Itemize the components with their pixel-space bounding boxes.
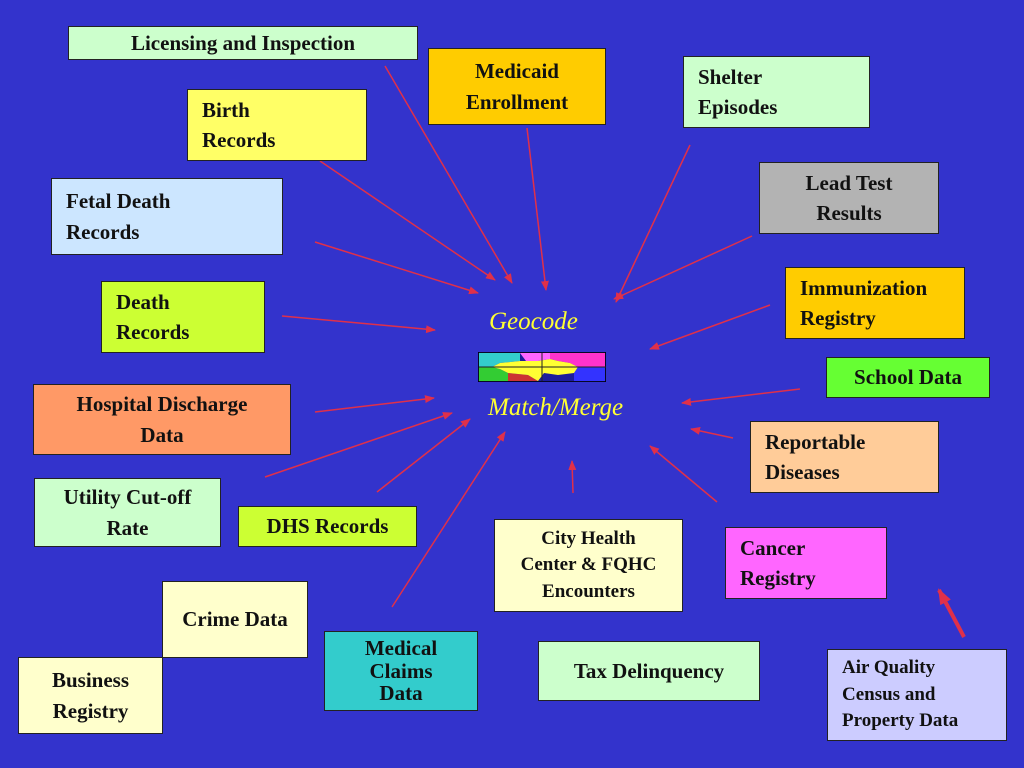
geocode-map-icon <box>478 352 606 382</box>
box-death-records: Death Records <box>101 281 265 353</box>
box-fetal-death-records: Fetal Death Records <box>51 178 283 255</box>
box-school-data: School Data <box>826 357 990 398</box>
arrow-school <box>681 388 801 406</box>
box-tax-delinquency: Tax Delinquency <box>538 641 760 701</box>
box-immunization-registry: Immunization Registry <box>785 267 965 339</box>
box-cancer-registry: Cancer Registry <box>725 527 887 599</box>
box-dhs-records: DHS Records <box>238 506 417 547</box>
box-crime-data: Crime Data <box>162 581 308 658</box>
box-licensing-and-inspection: Licensing and Inspection <box>68 26 418 60</box>
arrow-shelter <box>615 144 691 303</box>
box-city-health-center: City Health Center & FQHC Encounters <box>494 519 683 612</box>
arrow-air-quality <box>937 588 966 638</box>
box-air-quality-census-property: Air Quality Census and Property Data <box>827 649 1007 741</box>
box-medical-claims-data: Medical Claims Data <box>324 631 478 711</box>
arrow-utility <box>264 412 453 478</box>
box-hospital-discharge-data: Hospital Discharge Data <box>33 384 291 455</box>
geocode-label: Geocode <box>489 308 578 335</box>
arrow-reportable <box>690 426 734 439</box>
box-lead-test-results: Lead Test Results <box>759 162 939 234</box>
arrow-fetal-death <box>314 241 479 295</box>
arrow-medicaid <box>526 127 549 291</box>
arrow-immunization <box>649 304 771 350</box>
box-reportable-diseases: Reportable Diseases <box>750 421 939 493</box>
arrow-dhs <box>376 418 471 493</box>
arrow-death <box>281 315 436 334</box>
arrow-birth <box>319 160 496 281</box>
box-shelter-episodes: Shelter Episodes <box>683 56 870 128</box>
box-utility-cut-off-rate: Utility Cut-off Rate <box>34 478 221 547</box>
match-merge-label: Match/Merge <box>488 394 624 421</box>
box-medicaid-enrollment: Medicaid Enrollment <box>428 48 606 125</box>
arrow-lead-test <box>613 235 753 300</box>
arrow-cancer <box>649 445 718 503</box>
arrow-city-health <box>568 460 577 494</box>
box-birth-records: Birth Records <box>187 89 367 161</box>
box-business-registry: Business Registry <box>18 657 163 734</box>
arrow-hospital <box>314 395 435 413</box>
